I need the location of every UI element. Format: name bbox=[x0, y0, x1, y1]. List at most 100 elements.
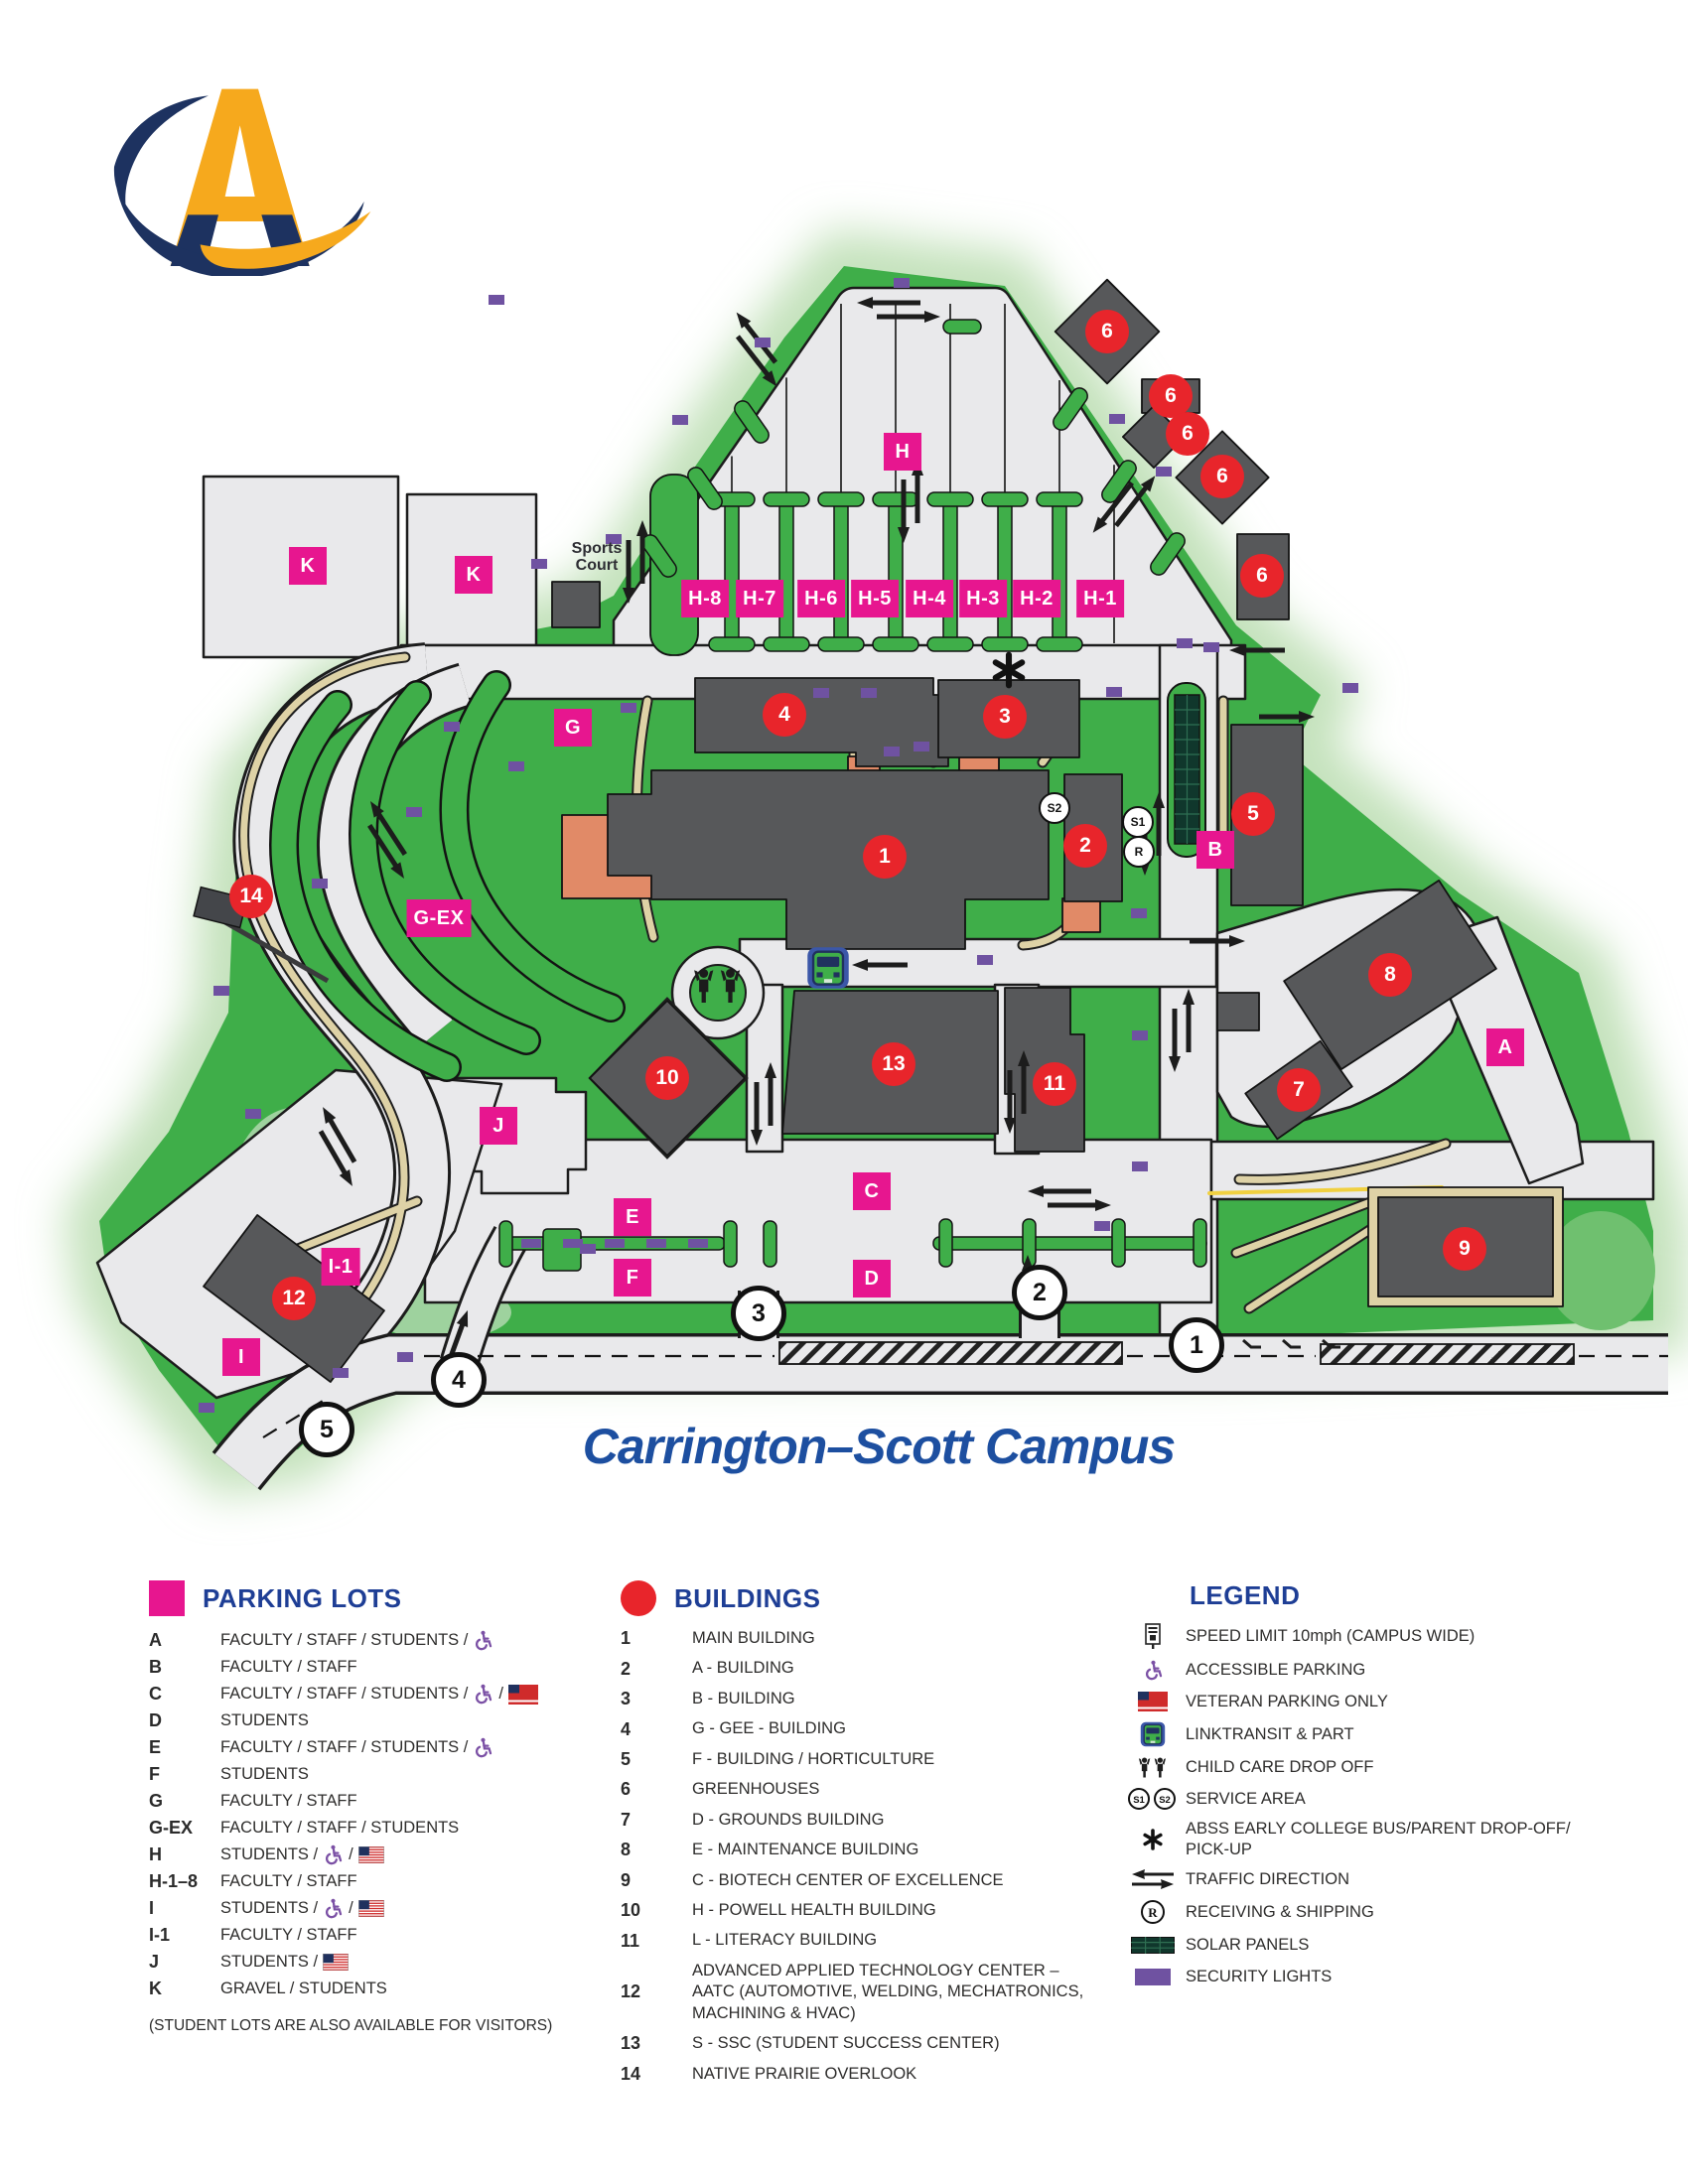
parking-note: (STUDENT LOTS ARE ALSO AVAILABLE FOR VIS… bbox=[149, 2017, 553, 2034]
speed-limit-sign-icon bbox=[1145, 1623, 1161, 1649]
page-title: Carrington–Scott Campus bbox=[582, 1419, 1177, 1474]
lot-label-H-6: H-6 bbox=[797, 580, 845, 617]
traffic-and-lights bbox=[199, 278, 1358, 1413]
lot-label-H-8: H-8 bbox=[681, 580, 729, 617]
parking-lot-row-A: A FACULTY / STAFF / STUDENTS / bbox=[149, 1628, 596, 1653]
linktransit-bus-icon bbox=[807, 947, 849, 989]
lot-label-K: K bbox=[455, 556, 492, 594]
security-light bbox=[508, 761, 524, 771]
college-logo bbox=[113, 88, 371, 276]
building-name: GREENHOUSES bbox=[692, 1780, 820, 1799]
legend-item-linktransit: LINKTRANSIT & PART bbox=[1120, 1721, 1597, 1747]
legend-item-security-lights: SECURITY LIGHTS bbox=[1120, 1965, 1597, 1988]
lot-label-F: F bbox=[614, 1259, 651, 1297]
legend-label: SERVICE AREA bbox=[1186, 1789, 1306, 1808]
building-marker-12: 12 bbox=[272, 1277, 316, 1320]
building-name: NATIVE PRAIRIE OVERLOOK bbox=[692, 2064, 917, 2083]
building-number: 13 bbox=[621, 2033, 641, 2054]
parking-lot-desc: FACULTY / STAFF bbox=[220, 1792, 357, 1811]
parking-lot-code: A bbox=[149, 1630, 162, 1650]
security-light bbox=[884, 747, 900, 756]
parking-lot-code: G-EX bbox=[149, 1818, 194, 1838]
security-light bbox=[406, 807, 422, 817]
abss-asterisk-icon bbox=[992, 651, 1026, 689]
lot-label-I-1: I-1 bbox=[321, 1248, 360, 1286]
abss-asterisk-icon bbox=[1120, 1828, 1186, 1851]
building-marker-5: 5 bbox=[1231, 792, 1275, 836]
parking-lots-section: PARKING LOTS A FACULTY / STAFF / STUDENTS… bbox=[149, 1580, 596, 2035]
building-number: 7 bbox=[621, 1809, 632, 1830]
building-name: H - POWELL HEALTH BUILDING bbox=[692, 1900, 936, 1919]
building-marker-9: 9 bbox=[1443, 1227, 1486, 1271]
security-light bbox=[1109, 414, 1125, 424]
building-name: F - BUILDING / HORTICULTURE bbox=[692, 1749, 935, 1768]
accessible-icon bbox=[1145, 1660, 1162, 1680]
parking-lot-desc-text: GRAVEL / STUDENTS bbox=[220, 1979, 387, 1997]
logo-swoosh-gold bbox=[200, 211, 371, 269]
parking-lot-code: E bbox=[149, 1737, 162, 1757]
building-number: 8 bbox=[621, 1840, 632, 1860]
security-light bbox=[1132, 1030, 1148, 1040]
parking-lots-title: PARKING LOTS bbox=[203, 1582, 402, 1613]
parking-lot-desc: STUDENTS bbox=[220, 1765, 309, 1784]
security-light-icon bbox=[1135, 1968, 1171, 1985]
parking-lot-desc-text: FACULTY / STAFF / STUDENTS / bbox=[220, 1631, 469, 1649]
building-marker-7: 7 bbox=[1277, 1068, 1321, 1112]
separator: / bbox=[498, 1685, 503, 1703]
security-light bbox=[1342, 683, 1358, 693]
security-light bbox=[1177, 638, 1193, 648]
parking-lot-desc: GRAVEL / STUDENTS bbox=[220, 1979, 387, 1998]
small-outbuilding bbox=[1216, 992, 1260, 1031]
lot-label-J: J bbox=[480, 1107, 517, 1145]
security-light bbox=[1131, 908, 1147, 918]
service-badge-S2: S2 bbox=[1039, 792, 1070, 824]
accessible-icon bbox=[476, 1630, 492, 1651]
buildings-header: BUILDINGS bbox=[621, 1580, 1097, 1616]
building-marker-6: 6 bbox=[1200, 455, 1244, 498]
building-name: B - BUILDING bbox=[692, 1689, 795, 1707]
building-number: 10 bbox=[621, 1900, 641, 1921]
lot-label-H-5: H-5 bbox=[851, 580, 899, 617]
building-marker-4: 4 bbox=[763, 693, 806, 737]
lot-label-H-3: H-3 bbox=[959, 580, 1007, 617]
parking-lot-desc: FACULTY / STAFF / STUDENTS bbox=[220, 1819, 459, 1838]
legend-label: SPEED LIMIT 10mph (CAMPUS WIDE) bbox=[1186, 1627, 1476, 1646]
building-name: A - BUILDING bbox=[692, 1659, 794, 1678]
security-light bbox=[672, 415, 688, 425]
legend-list: SPEED LIMIT 10mph (CAMPUS WIDE)ACCESSIBL… bbox=[1120, 1623, 1597, 1988]
building-number: 14 bbox=[621, 2063, 641, 2084]
building-marker-3: 3 bbox=[983, 695, 1027, 739]
security-light bbox=[813, 688, 829, 698]
road-markings bbox=[262, 1341, 1668, 1438]
security-light bbox=[444, 722, 460, 732]
landscape-arcs bbox=[269, 670, 626, 1082]
solar-panels-strip bbox=[1167, 682, 1206, 858]
veteran-flag-icon bbox=[507, 1684, 538, 1705]
building-1-main bbox=[607, 769, 1050, 950]
building-marker-6: 6 bbox=[1149, 374, 1193, 418]
building-marker-10: 10 bbox=[645, 1056, 689, 1100]
veteran-flag-icon bbox=[1120, 1692, 1186, 1711]
receiving-shipping-icon: R bbox=[1141, 1900, 1165, 1925]
parking-lot-desc-text: STUDENTS / bbox=[220, 1953, 319, 1971]
building-marker-swatch-icon bbox=[621, 1580, 656, 1616]
road-exit-5: 5 bbox=[299, 1402, 354, 1457]
map-linktransit-icon bbox=[806, 946, 850, 990]
parking-lot-desc-text: FACULTY / STAFF / STUDENTS / bbox=[220, 1685, 469, 1703]
